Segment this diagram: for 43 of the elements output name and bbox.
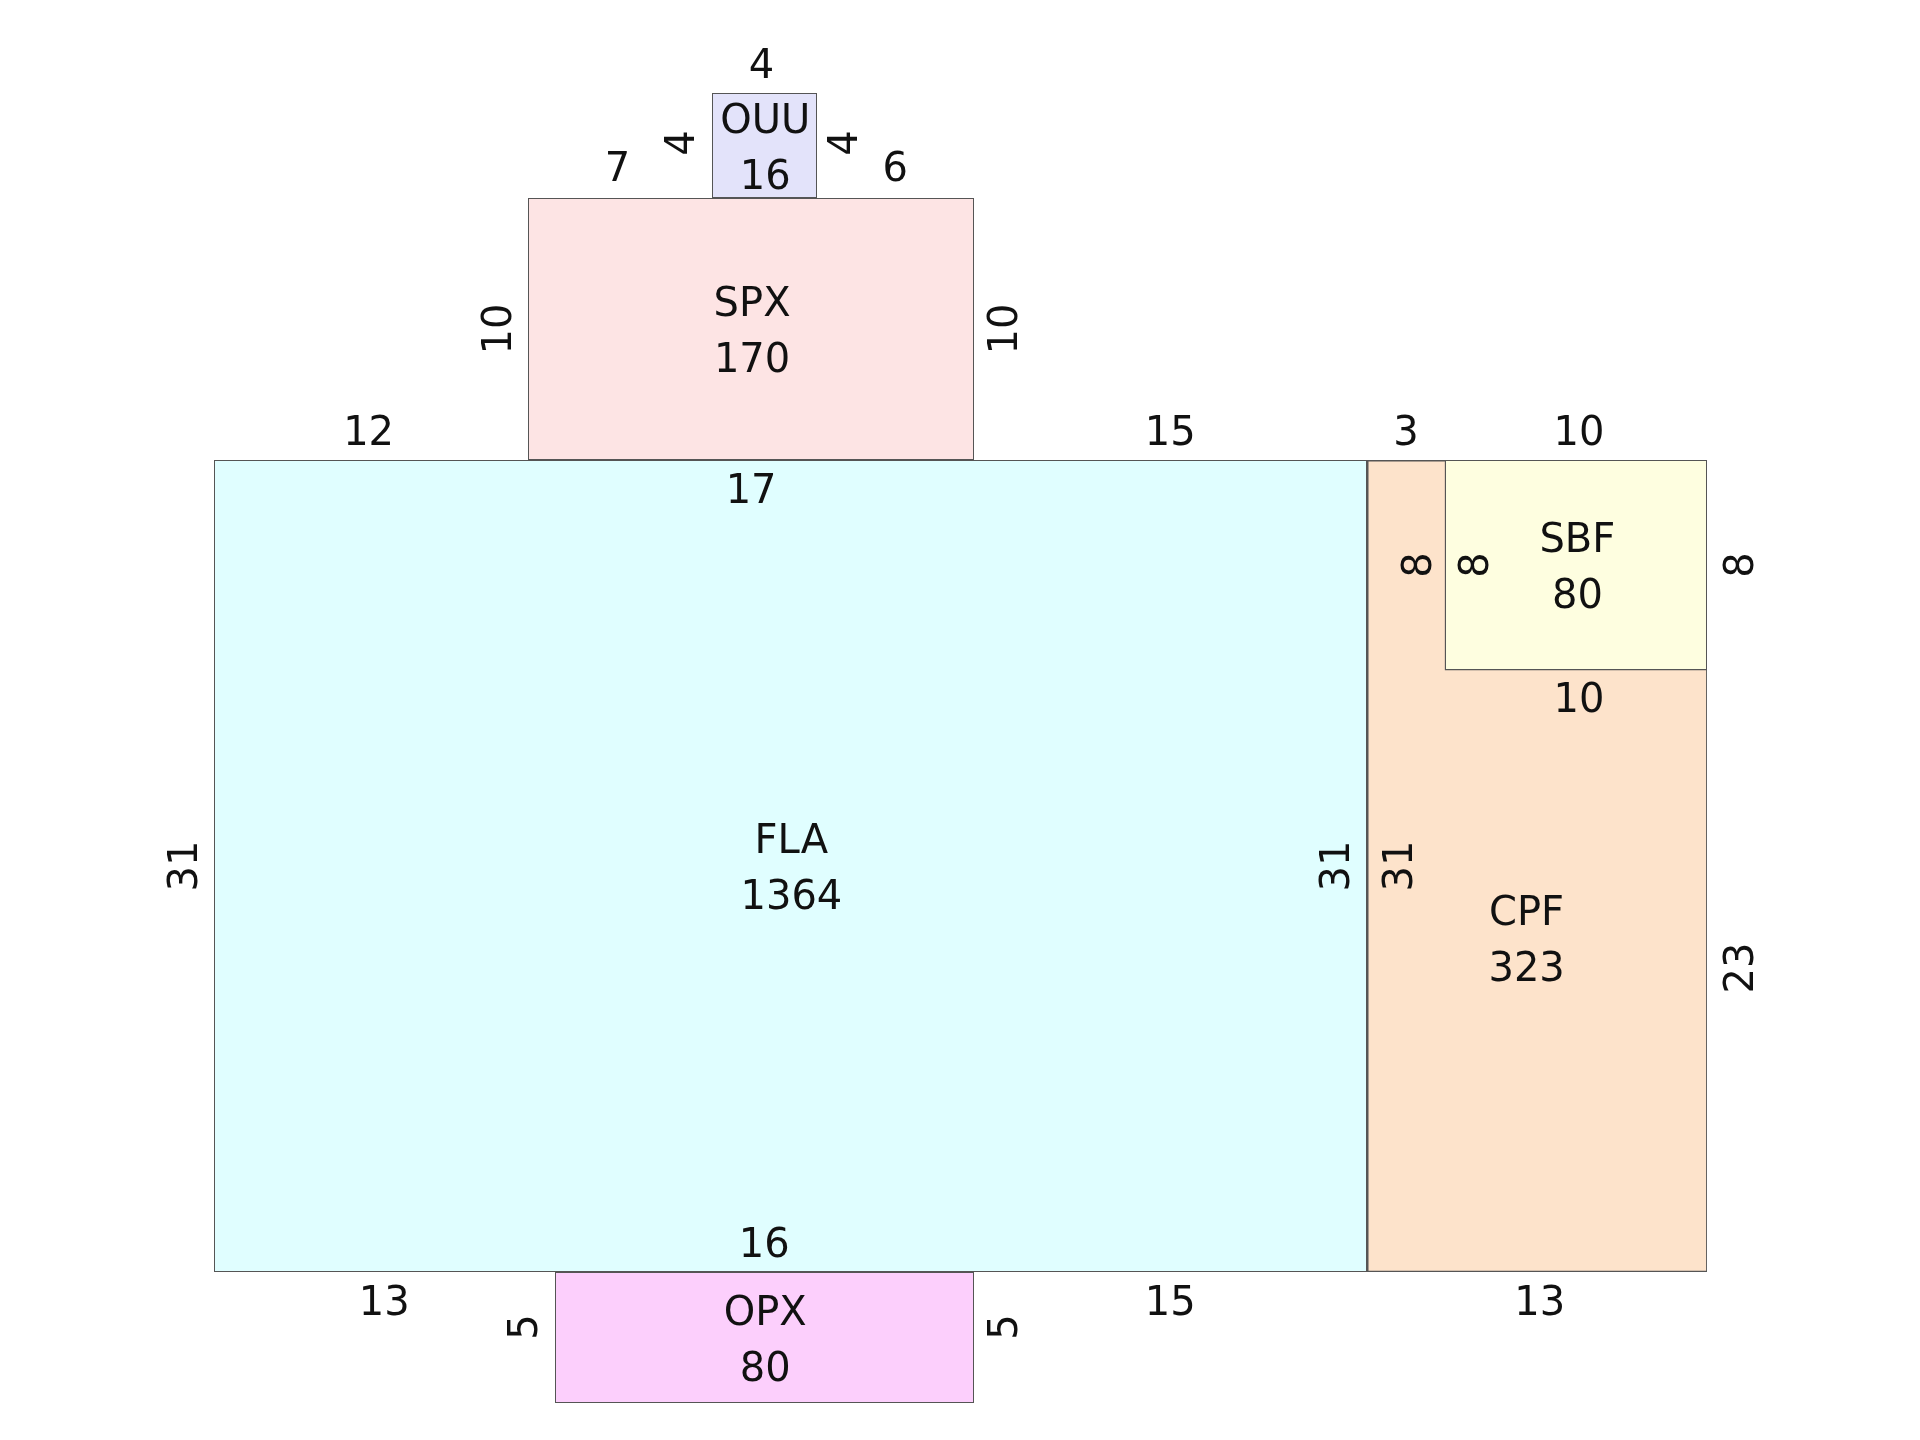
dimension-label: 4 (748, 42, 775, 87)
dimension-label: 17 (725, 466, 777, 511)
dimension-label: 8 (1394, 552, 1439, 578)
dimension-label: 10 (474, 303, 519, 355)
dimension-label: 6 (882, 144, 908, 189)
room-code: OUU (720, 94, 811, 144)
dimension-label: 7 (604, 144, 631, 189)
dimension-label: 3 (1393, 409, 1419, 454)
room-area (214, 460, 1367, 1273)
dimension-label: 8 (1716, 552, 1761, 578)
dimension-label: 4 (820, 130, 865, 156)
dimension-label: 31 (1376, 840, 1421, 892)
area-value: 80 (1550, 569, 1604, 619)
area-value: 323 (1488, 943, 1565, 993)
dimension-label: 5 (980, 1314, 1025, 1340)
dimension-label: 10 (1553, 409, 1605, 454)
room-code: SPX (713, 278, 791, 327)
area-value: 170 (713, 334, 791, 383)
room-code: FLA (753, 815, 830, 865)
room-area (554, 1272, 974, 1404)
area-value: 80 (738, 1342, 792, 1392)
dimension-label: 13 (1514, 1279, 1566, 1323)
room-area (1445, 460, 1708, 670)
dimension-label: 16 (738, 1221, 790, 1266)
room-area (711, 93, 817, 198)
dimension-label: 5 (501, 1314, 546, 1340)
dimension-label: 31 (1313, 840, 1358, 892)
dimension-label: 15 (1144, 1279, 1196, 1323)
room-code: SBF (1539, 513, 1616, 563)
dimension-label: 23 (1716, 942, 1761, 994)
dimension-label: 13 (358, 1279, 410, 1323)
dimension-label: 31 (160, 840, 205, 892)
dimension-label: 10 (980, 303, 1025, 355)
room-code: OPX (723, 1286, 807, 1336)
dimension-label: 12 (343, 409, 395, 454)
dimension-label: 15 (1144, 409, 1196, 454)
dimension-label: 10 (1553, 676, 1605, 721)
room-code: CPF (1488, 887, 1565, 937)
dimension-label: 8 (1452, 552, 1497, 578)
area-value: 16 (738, 150, 792, 200)
dimension-label: 4 (658, 130, 703, 156)
area-value: 1364 (740, 871, 843, 921)
room-area (528, 198, 974, 460)
